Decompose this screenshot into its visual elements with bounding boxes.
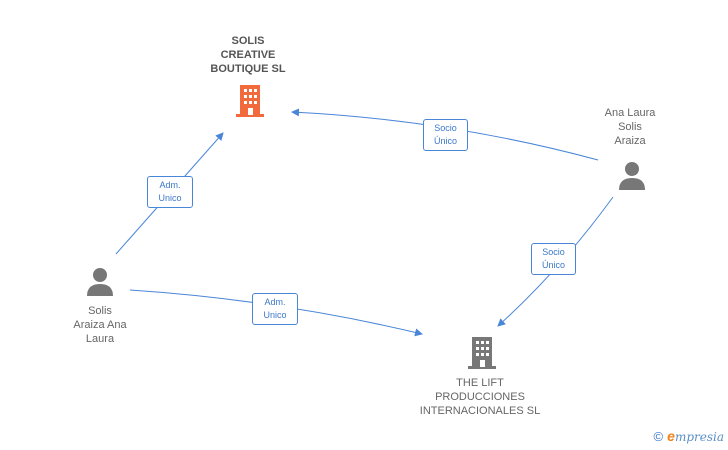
building-icon-solis-creative[interactable] xyxy=(234,84,266,118)
edge-label-ana-to-creative: Socio Único xyxy=(423,119,468,151)
brand-logo-text: mpresia xyxy=(674,430,724,444)
footer-brand: ©empresia xyxy=(654,428,724,444)
edge-label-solis-to-creative: Adm. Unico xyxy=(147,176,193,208)
edge-label-solis-to-lift: Adm. Unico xyxy=(252,293,298,325)
person-label-solis-araiza[interactable]: Solis Araiza Ana Laura xyxy=(73,305,127,345)
edge-label-ana-to-lift: Socio Único xyxy=(531,243,576,275)
building-icon-the-lift[interactable] xyxy=(466,336,498,370)
company-label-solis-creative[interactable]: SOLIS CREATIVE BOUTIQUE SL xyxy=(210,35,286,75)
person-icon-ana-laura[interactable] xyxy=(617,160,647,190)
person-label-ana-laura[interactable]: Ana Laura Solis Araiza xyxy=(604,107,656,147)
brand-logo-e: e xyxy=(667,428,675,444)
company-label-the-lift[interactable]: THE LIFT PRODUCCIONES INTERNACIONALES SL xyxy=(419,377,541,417)
copyright-symbol: © xyxy=(653,429,664,444)
person-icon-solis-araiza[interactable] xyxy=(85,266,115,296)
